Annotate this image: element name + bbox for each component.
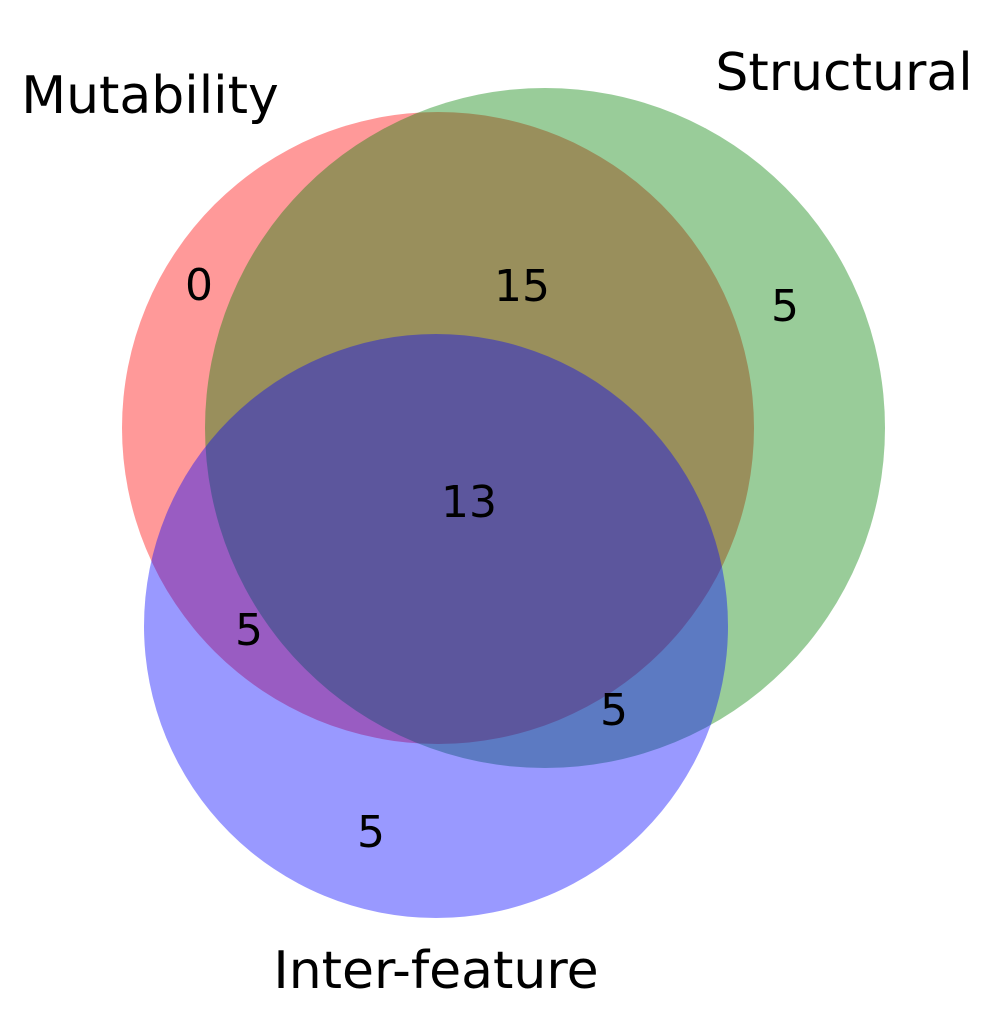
circle-structural — [205, 88, 885, 768]
count-inter-feature-only: 5 — [357, 807, 385, 858]
count-structural-inter-feature: 5 — [600, 685, 628, 736]
count-mutability-inter-feature: 5 — [235, 605, 263, 656]
label-mutability: Mutability — [21, 66, 279, 126]
circle-mutability — [122, 112, 754, 744]
count-all-three: 13 — [441, 477, 497, 528]
count-structural-only: 5 — [771, 281, 799, 332]
venn-circles — [122, 88, 885, 918]
count-mutability-only: 0 — [185, 260, 213, 311]
count-mutability-structural: 15 — [494, 261, 550, 312]
label-structural: Structural — [715, 43, 972, 103]
label-inter-feature: Inter-feature — [273, 941, 598, 1001]
circle-inter-feature — [144, 334, 728, 918]
